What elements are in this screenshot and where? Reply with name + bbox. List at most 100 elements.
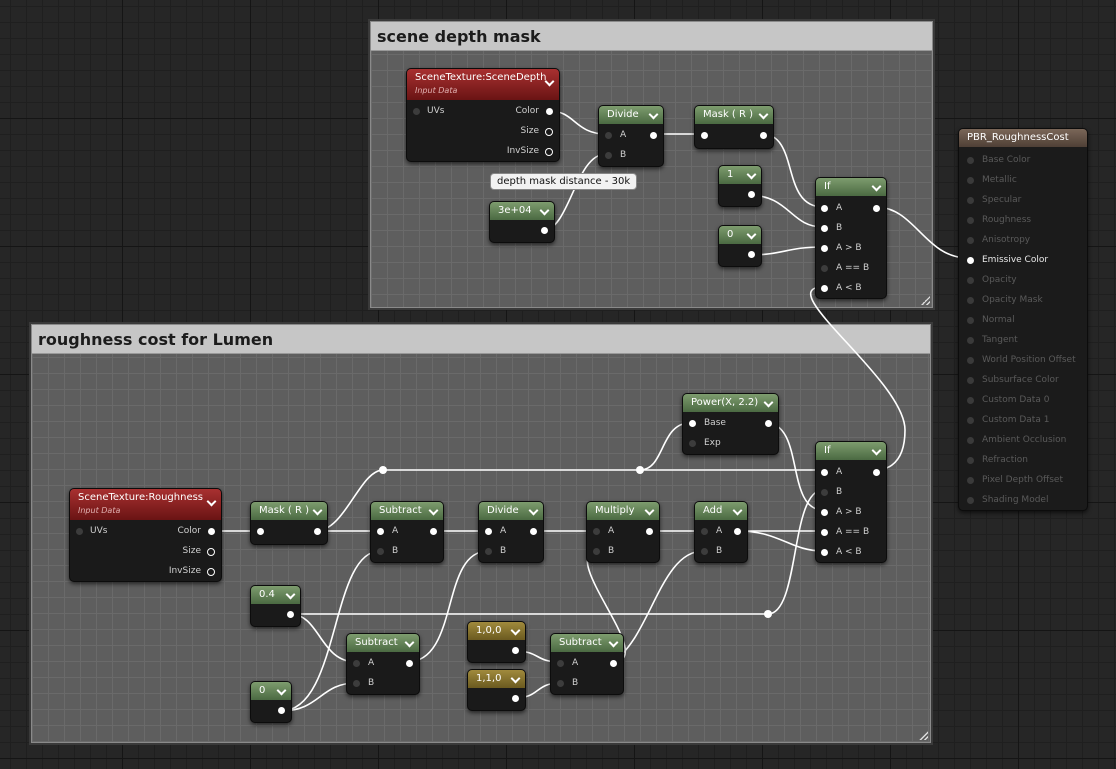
pin-dot-icon[interactable] bbox=[821, 205, 828, 212]
pin-a[interactable]: A bbox=[593, 526, 614, 536]
node-header[interactable]: SceneTexture:Roughness Input Data bbox=[70, 489, 221, 520]
chevron-down-icon[interactable] bbox=[644, 505, 655, 516]
node-header[interactable]: Multiply bbox=[587, 502, 659, 520]
node-add[interactable]: Add A B bbox=[694, 501, 748, 563]
node-header[interactable]: 0 bbox=[251, 682, 291, 700]
chevron-down-icon[interactable] bbox=[732, 505, 743, 516]
pin-dot-icon[interactable] bbox=[353, 660, 360, 667]
node-constant-1[interactable]: 1 bbox=[718, 165, 762, 207]
pin-dot-icon[interactable] bbox=[967, 437, 974, 444]
chevron-down-icon[interactable] bbox=[539, 205, 550, 216]
node-subtract[interactable]: Subtract A B bbox=[370, 501, 444, 563]
pin-b[interactable]: B bbox=[593, 546, 614, 556]
pin-dot-icon[interactable] bbox=[557, 680, 564, 687]
node-header[interactable]: If bbox=[816, 178, 886, 196]
pin-a[interactable]: A bbox=[605, 130, 626, 140]
node-power[interactable]: Power(X, 2.2) Base Exp bbox=[682, 393, 779, 455]
chevron-down-icon[interactable] bbox=[206, 496, 217, 507]
node-header[interactable]: 0.4 bbox=[251, 586, 300, 604]
pin-dot-icon[interactable] bbox=[821, 489, 828, 496]
node-mask-r[interactable]: Mask ( R ) bbox=[694, 105, 774, 149]
pin-dot-icon[interactable] bbox=[967, 357, 974, 364]
node-header[interactable]: Power(X, 2.2) bbox=[683, 394, 778, 412]
node-header[interactable]: 1 bbox=[719, 166, 761, 184]
pin-a-greater-b[interactable]: A > B bbox=[821, 507, 862, 517]
pin-invsize[interactable]: InvSize bbox=[507, 146, 553, 156]
chevron-down-icon[interactable] bbox=[544, 76, 555, 87]
pin-dot-icon[interactable] bbox=[546, 108, 553, 115]
node-if[interactable]: If A B A > B A == B A < B bbox=[815, 177, 887, 299]
chevron-down-icon[interactable] bbox=[404, 637, 415, 648]
node-constant-0[interactable]: 0 bbox=[250, 681, 292, 723]
pin-a[interactable]: A bbox=[557, 658, 578, 668]
chevron-down-icon[interactable] bbox=[285, 589, 296, 600]
chevron-down-icon[interactable] bbox=[608, 637, 619, 648]
pin-dot-icon[interactable] bbox=[689, 420, 696, 427]
pin-dot-icon[interactable] bbox=[967, 197, 974, 204]
node-header[interactable]: Divide bbox=[479, 502, 543, 520]
chevron-down-icon[interactable] bbox=[871, 445, 882, 456]
pin-dot-icon[interactable] bbox=[701, 548, 708, 555]
pin-dot-icon[interactable] bbox=[873, 469, 880, 476]
node-header[interactable]: 3e+04 bbox=[490, 202, 554, 220]
pin-dot-icon[interactable] bbox=[967, 377, 974, 384]
node-header[interactable]: Subtract bbox=[371, 502, 443, 520]
pin-dot-icon[interactable] bbox=[734, 528, 741, 535]
node-constant-0-4[interactable]: 0.4 bbox=[250, 585, 301, 627]
pin-dot-icon[interactable] bbox=[967, 417, 974, 424]
chevron-down-icon[interactable] bbox=[746, 169, 757, 180]
node-title[interactable]: 0 bbox=[727, 229, 734, 240]
pin-dot-icon[interactable] bbox=[701, 132, 708, 139]
pin-dot-icon[interactable] bbox=[545, 148, 553, 156]
node-multiply[interactable]: Multiply A B bbox=[586, 501, 660, 563]
pin-dot-icon[interactable] bbox=[485, 548, 492, 555]
chevron-down-icon[interactable] bbox=[510, 625, 521, 636]
node-header[interactable]: Mask ( R ) bbox=[695, 106, 773, 124]
pin-a[interactable]: A bbox=[485, 526, 506, 536]
node-header[interactable]: 1,0,0 bbox=[468, 622, 525, 640]
pin-dot-icon[interactable] bbox=[207, 568, 215, 576]
pin-dot-icon[interactable] bbox=[406, 660, 413, 667]
pin-b[interactable]: B bbox=[821, 487, 842, 497]
node-divide[interactable]: Divide A B bbox=[598, 105, 664, 167]
pin-color[interactable]: Color bbox=[178, 526, 215, 536]
node-divide[interactable]: Divide A B bbox=[478, 501, 544, 563]
node-header[interactable]: If bbox=[816, 442, 886, 460]
pin-dot-icon[interactable] bbox=[967, 217, 974, 224]
node-constant-0[interactable]: 0 bbox=[718, 225, 762, 267]
pin-dot-icon[interactable] bbox=[76, 528, 83, 535]
pin-dot-icon[interactable] bbox=[748, 191, 755, 198]
pin-uvs[interactable]: UVs bbox=[76, 526, 107, 536]
pin-dot-icon[interactable] bbox=[485, 528, 492, 535]
pin-dot-icon[interactable] bbox=[748, 251, 755, 258]
pin-dot-icon[interactable] bbox=[821, 549, 828, 556]
pin-dot-icon[interactable] bbox=[545, 128, 553, 136]
pin-dot-icon[interactable] bbox=[967, 177, 974, 184]
pin-dot-icon[interactable] bbox=[287, 611, 294, 618]
pin-b[interactable]: B bbox=[821, 223, 842, 233]
node-scenetexture-scenedepth[interactable]: SceneTexture:SceneDepth Input Data UVs C… bbox=[406, 68, 560, 162]
pin-base[interactable]: Base bbox=[689, 418, 726, 428]
comment-title[interactable]: scene depth mask bbox=[371, 22, 932, 51]
pin-dot-icon[interactable] bbox=[377, 548, 384, 555]
pin-dot-icon[interactable] bbox=[967, 297, 974, 304]
pin-exp[interactable]: Exp bbox=[689, 438, 721, 448]
pin-a[interactable]: A bbox=[821, 467, 842, 477]
pin-a-less-b[interactable]: A < B bbox=[821, 283, 862, 293]
pin-invsize[interactable]: InvSize bbox=[169, 566, 215, 576]
node-scenetexture-roughness[interactable]: SceneTexture:Roughness Input Data UVs Co… bbox=[69, 488, 222, 582]
pin-dot-icon[interactable] bbox=[512, 695, 519, 702]
node-header[interactable]: Divide bbox=[599, 106, 663, 124]
chevron-down-icon[interactable] bbox=[871, 181, 882, 192]
pin-b[interactable]: B bbox=[485, 546, 506, 556]
pin-dot-icon[interactable] bbox=[760, 132, 767, 139]
pin-dot-icon[interactable] bbox=[967, 457, 974, 464]
pin-a-greater-b[interactable]: A > B bbox=[821, 243, 862, 253]
pin-dot-icon[interactable] bbox=[765, 420, 772, 427]
pin-dot-icon[interactable] bbox=[967, 277, 974, 284]
node-mask-r[interactable]: Mask ( R ) bbox=[250, 501, 328, 545]
pin-b[interactable]: B bbox=[557, 678, 578, 688]
pin-dot-icon[interactable] bbox=[967, 337, 974, 344]
pin-dot-icon[interactable] bbox=[821, 225, 828, 232]
pin-a[interactable]: A bbox=[701, 526, 722, 536]
